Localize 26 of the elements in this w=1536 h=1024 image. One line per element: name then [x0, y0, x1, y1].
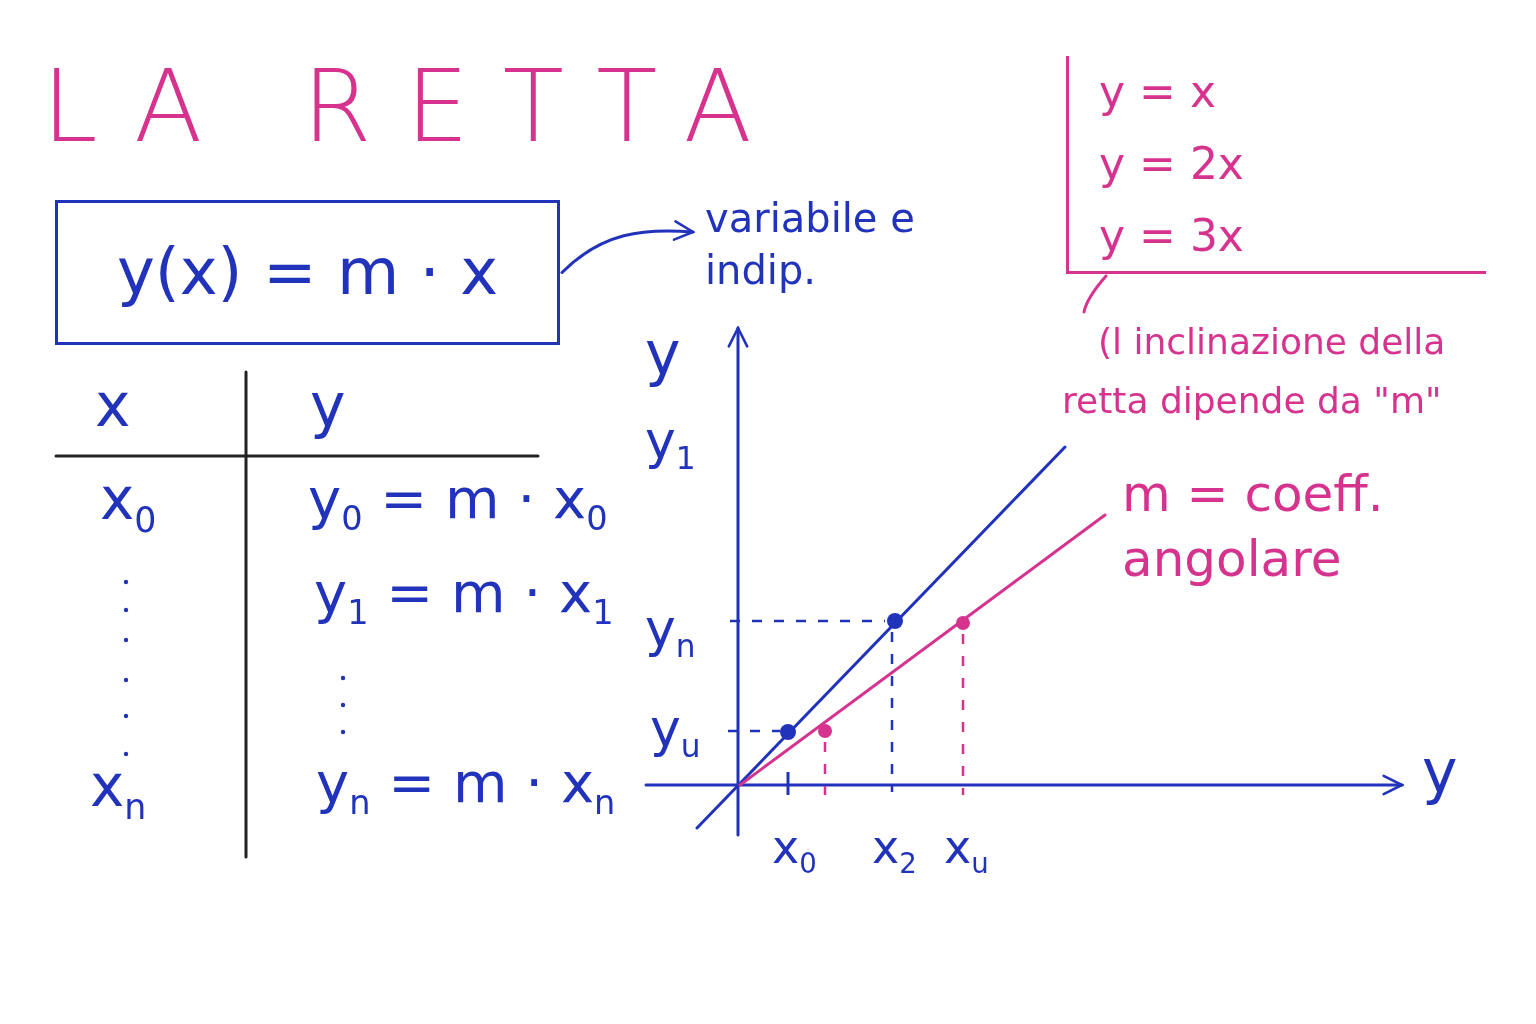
axis-label: y$_{u}$ [650, 700, 701, 764]
column-header: y [310, 372, 346, 438]
leader-line [1082, 274, 1108, 314]
axis-label: x$_{u}$ [944, 822, 989, 880]
table-text: y$_{n}$ = m · x$_{n}$ [316, 752, 616, 823]
equation: y = 2x [1099, 137, 1245, 191]
equation: y = x [1099, 65, 1217, 119]
table-text: x$_{n}$ [90, 755, 147, 826]
equations-bracket [1066, 56, 1486, 274]
table-text: x$_{0}$ [100, 468, 157, 539]
axis-label: y$_{1}$ [645, 412, 696, 476]
axis-label: x$_{0}$ [772, 822, 817, 880]
annotation-text: m = coeff. angolare [1122, 464, 1385, 590]
column-header: x [95, 372, 131, 438]
table-text: y$_{0}$ = m · x$_{0}$ [308, 468, 608, 539]
note-text: (l inclinazione della retta dipende da "m" [1062, 312, 1502, 422]
equation: y = 3x [1099, 209, 1245, 263]
axis-label: x$_{2}$ [872, 822, 917, 880]
annotation-text: variabile e indip. [705, 192, 975, 302]
formula-box: y(x) = m · x [55, 200, 560, 345]
arrow [560, 220, 695, 274]
axis-label: y$_{n}$ [645, 600, 696, 664]
table-text: y$_{1}$ = m · x$_{1}$ [314, 562, 614, 633]
title: LA RETTA [42, 52, 786, 162]
axis-label: y [645, 320, 681, 386]
axis-label: y [1422, 738, 1458, 804]
